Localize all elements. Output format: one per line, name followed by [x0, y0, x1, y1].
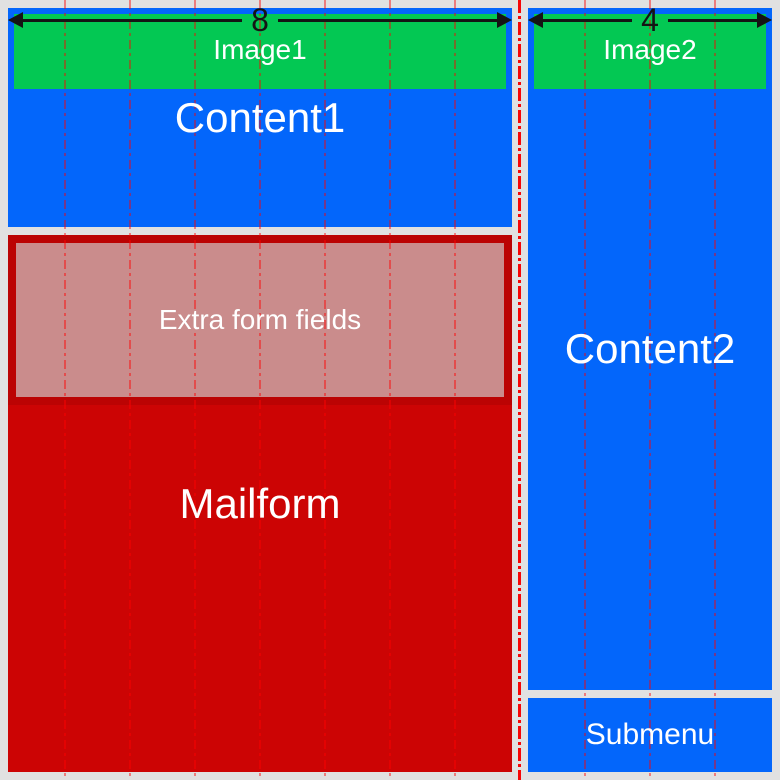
extra-form-fields-label: Extra form fields [158, 304, 362, 335]
image2-block[interactable]: Image2 [534, 14, 766, 89]
content2-block[interactable]: Image2 4 Content2 [528, 2, 773, 690]
column-divider-gridline [518, 0, 521, 780]
content2-label: Content2 [564, 325, 736, 372]
submenu-label: Submenu [585, 718, 715, 751]
image1-label: Image1 [213, 33, 307, 65]
image2-label: Image2 [603, 33, 697, 65]
image1-block[interactable]: Image1 [14, 14, 506, 89]
mailform-block[interactable]: Extra form fields Mailform [8, 235, 512, 772]
content1-block[interactable]: Image1 8 Content1 [8, 2, 513, 227]
submenu-block[interactable]: Submenu [528, 698, 772, 772]
extra-form-fields-block[interactable]: Extra form fields [8, 235, 512, 405]
